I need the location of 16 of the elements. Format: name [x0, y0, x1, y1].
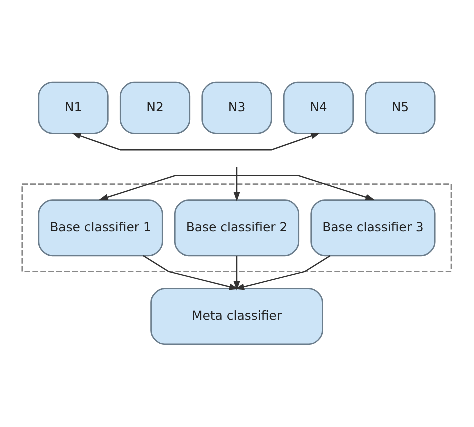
- arrow: [234, 167, 240, 202]
- node-box: N3: [202, 82, 272, 134]
- arrow: [235, 255, 331, 290]
- arrow: [234, 256, 240, 291]
- arrow: [98, 175, 376, 201]
- cluster: [22, 184, 452, 273]
- node-box: N5: [365, 82, 436, 134]
- node-box: Base classifier 1: [38, 200, 164, 257]
- node-box: Base classifier 3: [310, 200, 436, 257]
- node-box: N4: [283, 82, 354, 134]
- node-box: Base classifier 2: [174, 200, 300, 257]
- arrow: [143, 255, 239, 290]
- node-box: N2: [120, 82, 191, 134]
- arrow: [72, 133, 321, 151]
- node-box: N1: [38, 82, 109, 134]
- node-box: Meta classifier: [150, 288, 324, 346]
